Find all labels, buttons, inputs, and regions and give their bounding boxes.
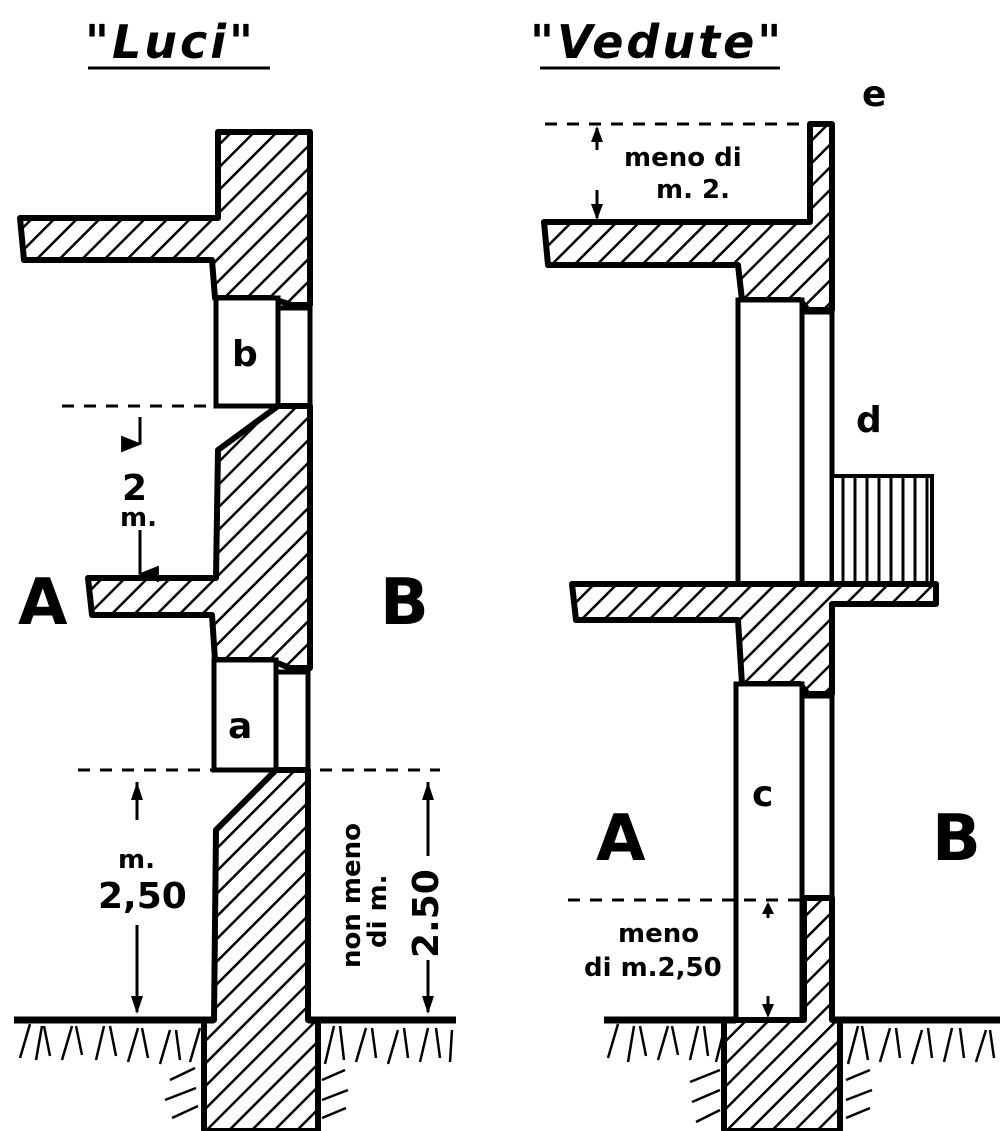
luci-dim-lower-left-arrowhead-bottom [131, 996, 143, 1014]
luci-side-b-label: B [380, 566, 429, 640]
vedute-lower-wall [721, 895, 843, 1131]
luci-dim-upper-value: 2 [122, 468, 147, 509]
luci-window-a-label: a [228, 706, 252, 747]
luci-dim-lower-right-arrowhead-bottom [422, 996, 434, 1014]
vedute-dim-bottom-arrowhead-up [762, 902, 774, 914]
vedute-dim-top-line2: m. 2. [656, 175, 730, 205]
vedute-ground-texture [606, 1023, 996, 1124]
luci-panel: "Luci" 2 m. [14, 15, 456, 1131]
luci-lower-wall [201, 767, 321, 1131]
vedute-dim-top-arrowhead-up [591, 126, 603, 142]
luci-dim-upper-unit: m. [120, 503, 157, 533]
luci-dim-lower-left-arrowhead-top [131, 782, 143, 800]
vedute-dim-bottom-arrowhead-down [762, 1004, 774, 1018]
vedute-balcony-railing [830, 474, 934, 586]
vedute-dim-bottom-line1: meno [618, 919, 699, 949]
luci-dim-lower-right-line2: di m. [363, 874, 393, 948]
vedute-dim-top-arrowhead-down [591, 204, 603, 220]
vedute-window-d-jamb [799, 309, 835, 587]
luci-dim-lower-left-value: 2,50 [98, 876, 187, 917]
luci-window-a-sill [273, 669, 311, 773]
luci-window-b-label: b [232, 334, 258, 375]
luci-middle-floor-slab [85, 403, 313, 671]
luci-window-b-sill [275, 305, 313, 409]
vedute-window-c [733, 681, 805, 1023]
luci-upper-floor-slab [17, 129, 313, 308]
luci-ground-texture [18, 1023, 454, 1120]
luci-side-a-label: A [18, 566, 68, 640]
vedute-window-c-label: c [752, 774, 773, 815]
vedute-window-c-jamb [799, 693, 835, 901]
vedute-panel: "Vedute" e men [530, 15, 1000, 1131]
vedute-title: "Vedute" [530, 15, 784, 69]
vedute-side-b-label: B [932, 802, 981, 876]
vedute-dim-top-line1: meno di [624, 143, 742, 173]
luci-dim-lower-left-unit: m. [118, 845, 155, 875]
luci-dim-lower-right-line1: non meno [337, 823, 367, 968]
vedute-window-d-label: d [856, 400, 882, 441]
vedute-window-d [735, 297, 805, 587]
luci-dim-lower-right-line3: 2.50 [406, 869, 447, 958]
luci-title: "Luci" [85, 15, 256, 69]
vedute-middle-floor-slab [569, 581, 939, 697]
vedute-label-e: e [862, 74, 886, 115]
luci-dim-lower-right-arrowhead-top [422, 782, 434, 800]
vedute-dim-bottom-line2: di m.2,50 [584, 953, 722, 983]
vedute-side-a-label: A [596, 802, 646, 876]
